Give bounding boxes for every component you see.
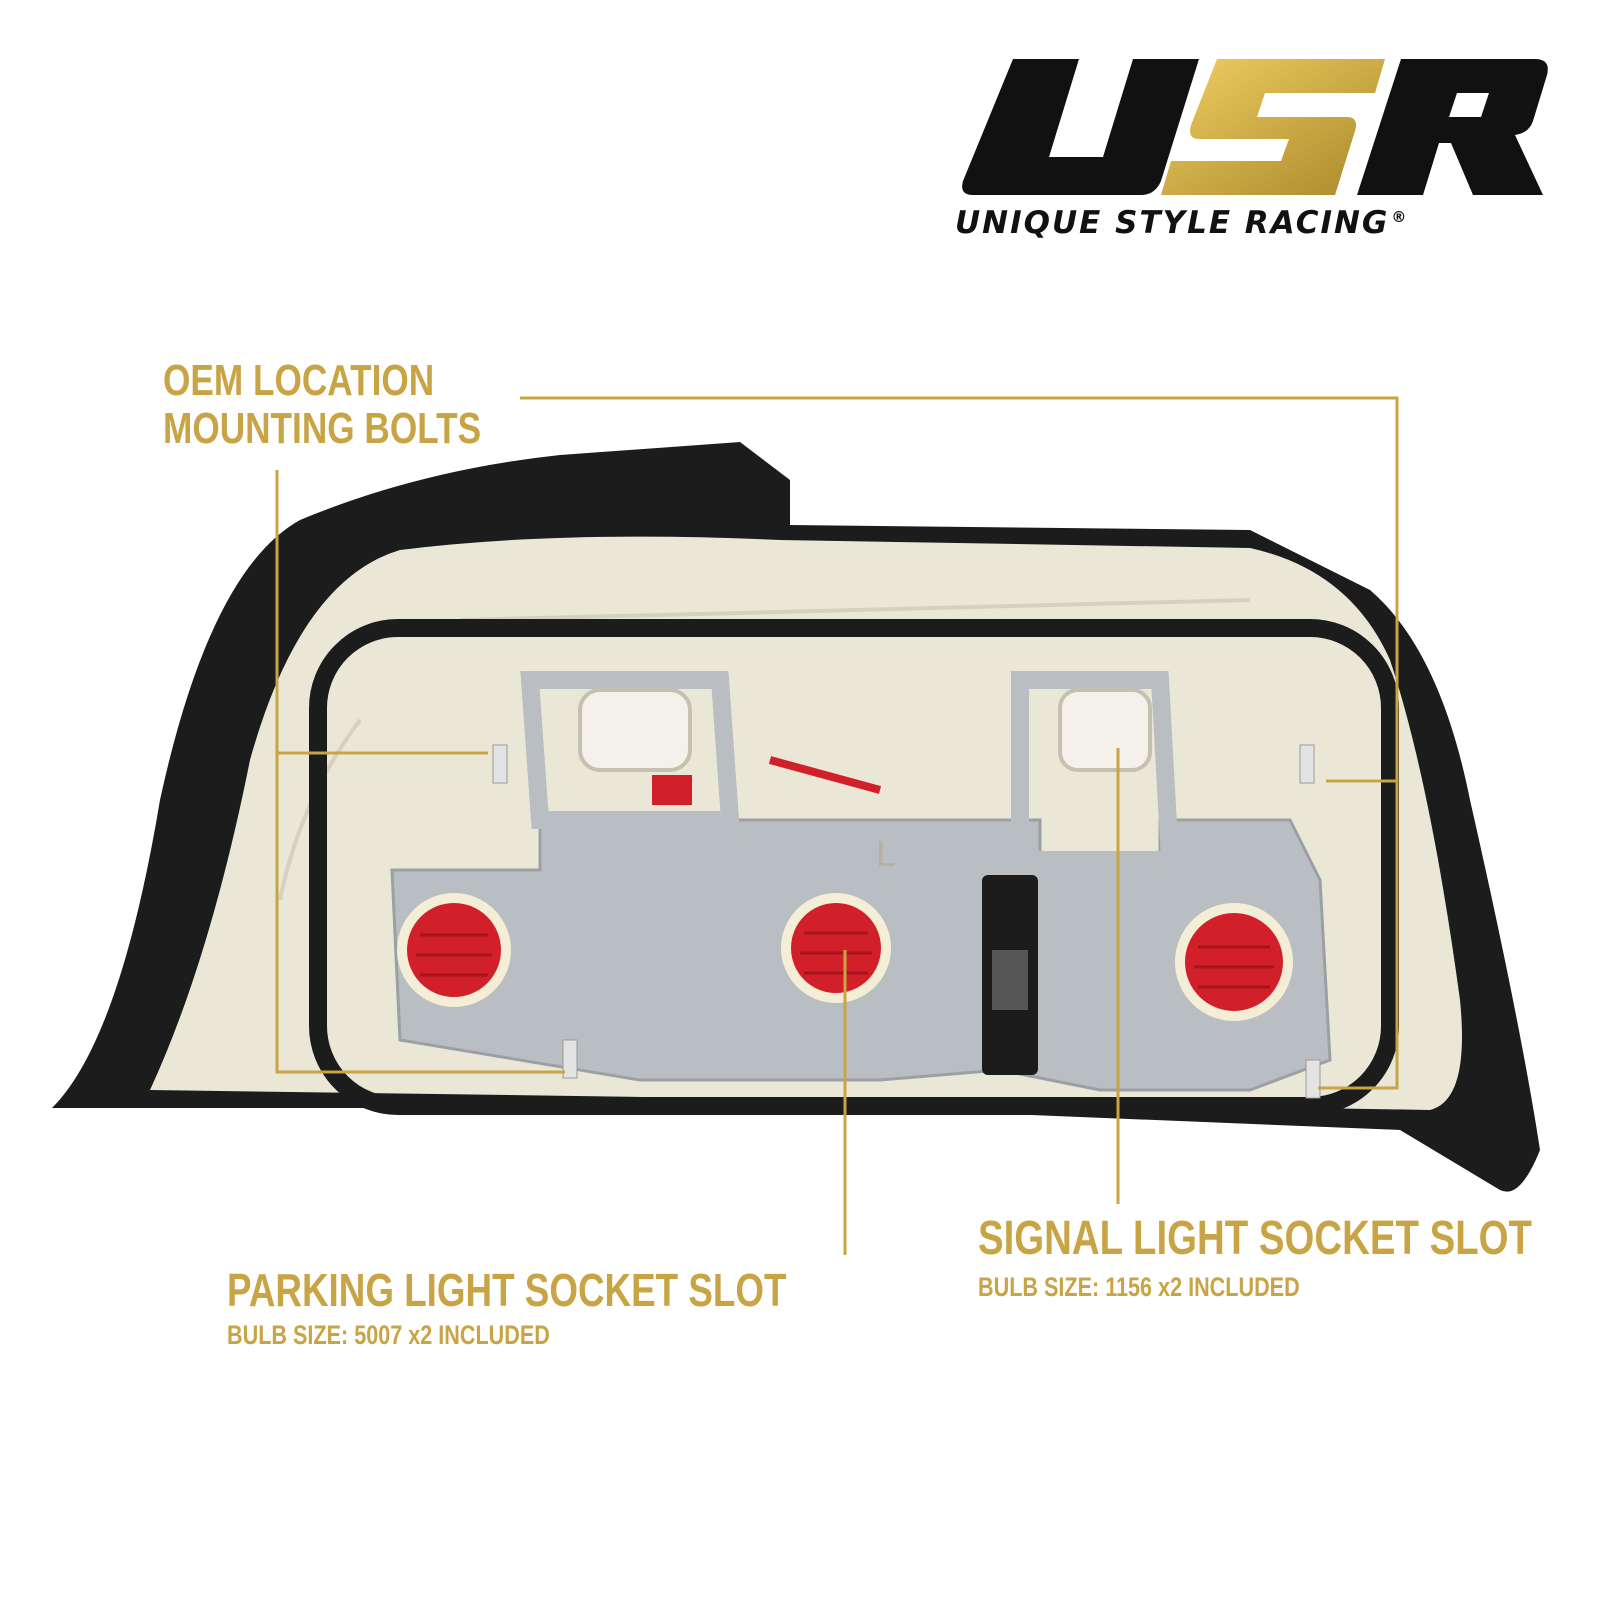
parking-light-socket-center (781, 893, 891, 1003)
connector-pins (992, 950, 1028, 1010)
logo-letter-u (962, 59, 1199, 195)
mounting-bolt (492, 744, 508, 784)
mounting-bolt (562, 1039, 578, 1079)
parking-light-socket-left (397, 893, 511, 1007)
registered-mark: ® (1391, 207, 1409, 226)
housing-rib (459, 598, 1251, 622)
red-reflector-strip (768, 756, 882, 794)
lens-texture (416, 933, 492, 977)
upper-socket-frame-right (1011, 671, 1180, 869)
callout-signal-title: SIGNAL LIGHT SOCKET SLOT (978, 1212, 1532, 1265)
brand-tagline: UNIQUE STYLE RACING® (955, 205, 1555, 241)
callout-signal-subtitle: BULB SIZE: 1156 x2 INCLUDED (978, 1272, 1300, 1302)
callout-mounting-bolts: OEM LOCATION MOUNTING BOLTS (163, 357, 481, 453)
callout-mounting-bolts-line2: MOUNTING BOLTS (163, 404, 482, 453)
callout-parking-title: PARKING LIGHT SOCKET SLOT (227, 1264, 787, 1316)
housing-marking: L (876, 833, 896, 874)
logo-letter-s (1161, 59, 1385, 195)
callout-mounting-bolts-line1: OEM LOCATION (163, 356, 435, 405)
lens-texture (1194, 945, 1274, 989)
logo-letter-r (1357, 59, 1548, 195)
upper-socket-left (578, 688, 692, 772)
mounting-bolt (1299, 744, 1315, 784)
lens-texture (800, 931, 872, 975)
mounting-bolt (1305, 1059, 1321, 1099)
brand-tagline-text: UNIQUE STYLE RACING (955, 205, 1390, 241)
red-reflector (652, 775, 692, 805)
callout-line-mounting-left (275, 470, 565, 1074)
brand-logo: UNIQUE STYLE RACING® (955, 55, 1555, 270)
usr-logo-mark (962, 59, 1548, 195)
rubber-gasket (309, 619, 1399, 1115)
signal-light-socket (1175, 903, 1293, 1021)
callout-parking-subtitle: BULB SIZE: 5007 x2 INCLUDED (227, 1320, 550, 1350)
upper-socket-right (1058, 688, 1152, 772)
callout-line-mounting-top (520, 396, 1399, 1090)
callout-lines (275, 396, 1399, 1255)
upper-socket-frame-left (520, 671, 740, 829)
